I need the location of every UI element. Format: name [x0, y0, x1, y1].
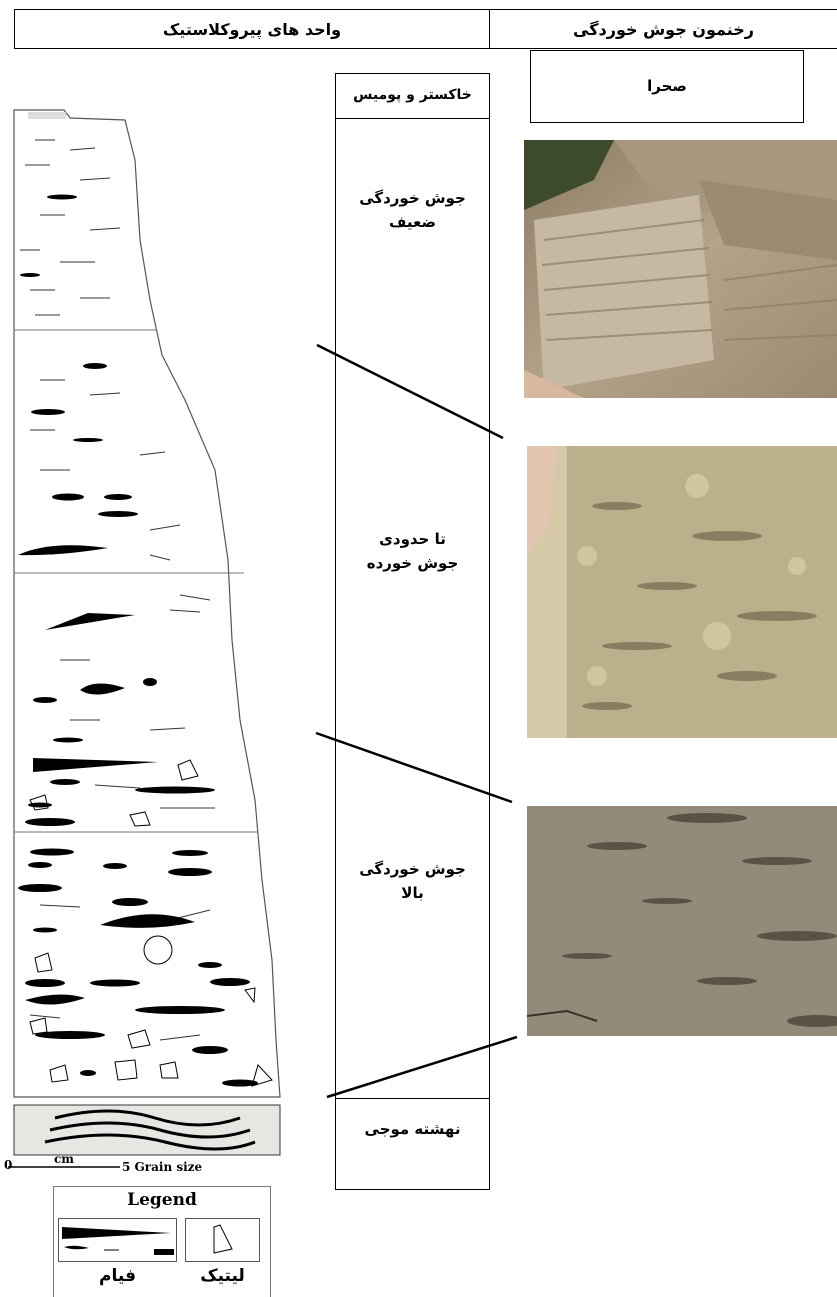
fiamme-icon — [59, 1219, 176, 1261]
lithic-icon — [186, 1219, 259, 1261]
legend-lithic-swatch — [185, 1218, 260, 1262]
legend-title: Legend — [54, 1190, 270, 1210]
legend-fiamme-swatch — [58, 1218, 177, 1262]
scale-zero: 0 — [4, 1158, 12, 1172]
legend-lithic-label: لیتیک — [185, 1266, 260, 1286]
scale-grain-size: 5 Grain size — [122, 1160, 202, 1174]
scale-unit: cm — [54, 1152, 74, 1166]
scale-five: 5 — [122, 1160, 130, 1174]
legend-fiamme-label: فیام — [58, 1266, 177, 1286]
scale-grain-size-text: Grain size — [135, 1160, 203, 1174]
